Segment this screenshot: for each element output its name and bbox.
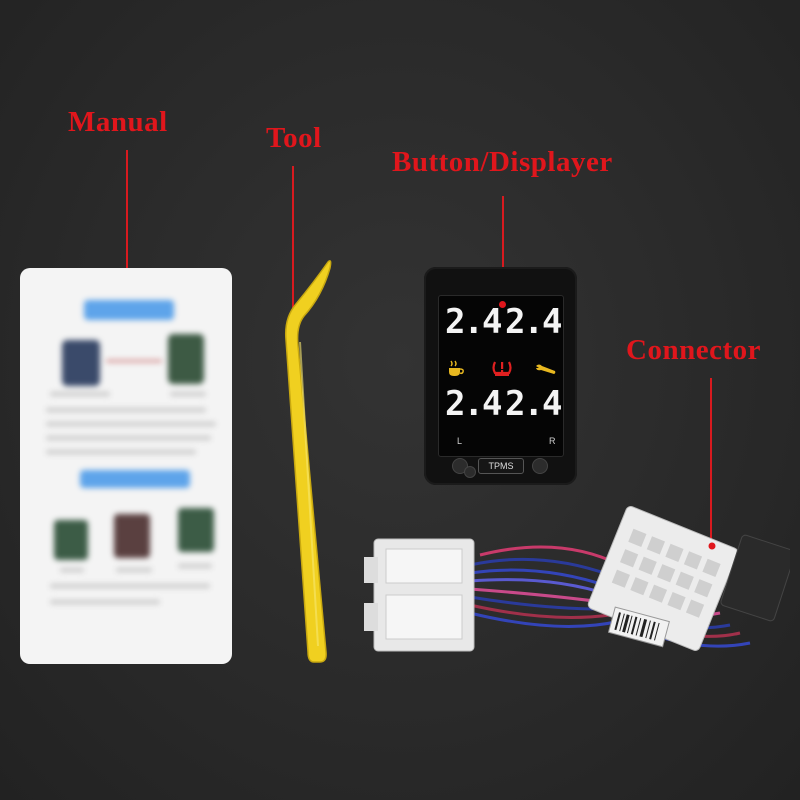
left-plug (364, 538, 475, 652)
barcode-label (607, 606, 670, 648)
wrench-icon (536, 364, 556, 374)
left-marker: L (457, 436, 463, 446)
right-button[interactable] (532, 458, 548, 474)
manual-leaflet (20, 268, 232, 664)
rear-left-pressure: 2.4 (445, 384, 502, 424)
connector-callout: Connector (626, 334, 761, 366)
connector-leader-line (710, 378, 712, 544)
connector-leader-dot (708, 542, 716, 550)
manual-callout: Manual (68, 106, 168, 138)
tire-pressure-warning-icon (492, 361, 512, 376)
pry-tool (284, 260, 332, 663)
tool-callout: Tool (266, 122, 322, 154)
right-marker: R (549, 436, 556, 446)
rear-right-pressure: 2.4 (505, 384, 562, 424)
tpms-display-unit: 2.4 2.4 2.4 2.4 L R TPMS (424, 267, 577, 485)
manual-leader-line (126, 150, 128, 320)
display-leader-dot (499, 301, 506, 308)
coffee-cup-icon (449, 360, 464, 376)
tool-leader-line (292, 166, 294, 338)
display-callout: Button/Displayer (392, 146, 613, 178)
display-leader-line (502, 196, 504, 306)
front-right-pressure: 2.4 (505, 302, 562, 342)
wiring-harness (364, 506, 790, 652)
tpms-label: TPMS (478, 458, 524, 474)
left-inner-button[interactable] (464, 466, 476, 478)
manual-content-blurred (20, 268, 232, 664)
front-left-pressure: 2.4 (445, 302, 502, 342)
tpms-screen: 2.4 2.4 2.4 2.4 L R (438, 295, 564, 457)
